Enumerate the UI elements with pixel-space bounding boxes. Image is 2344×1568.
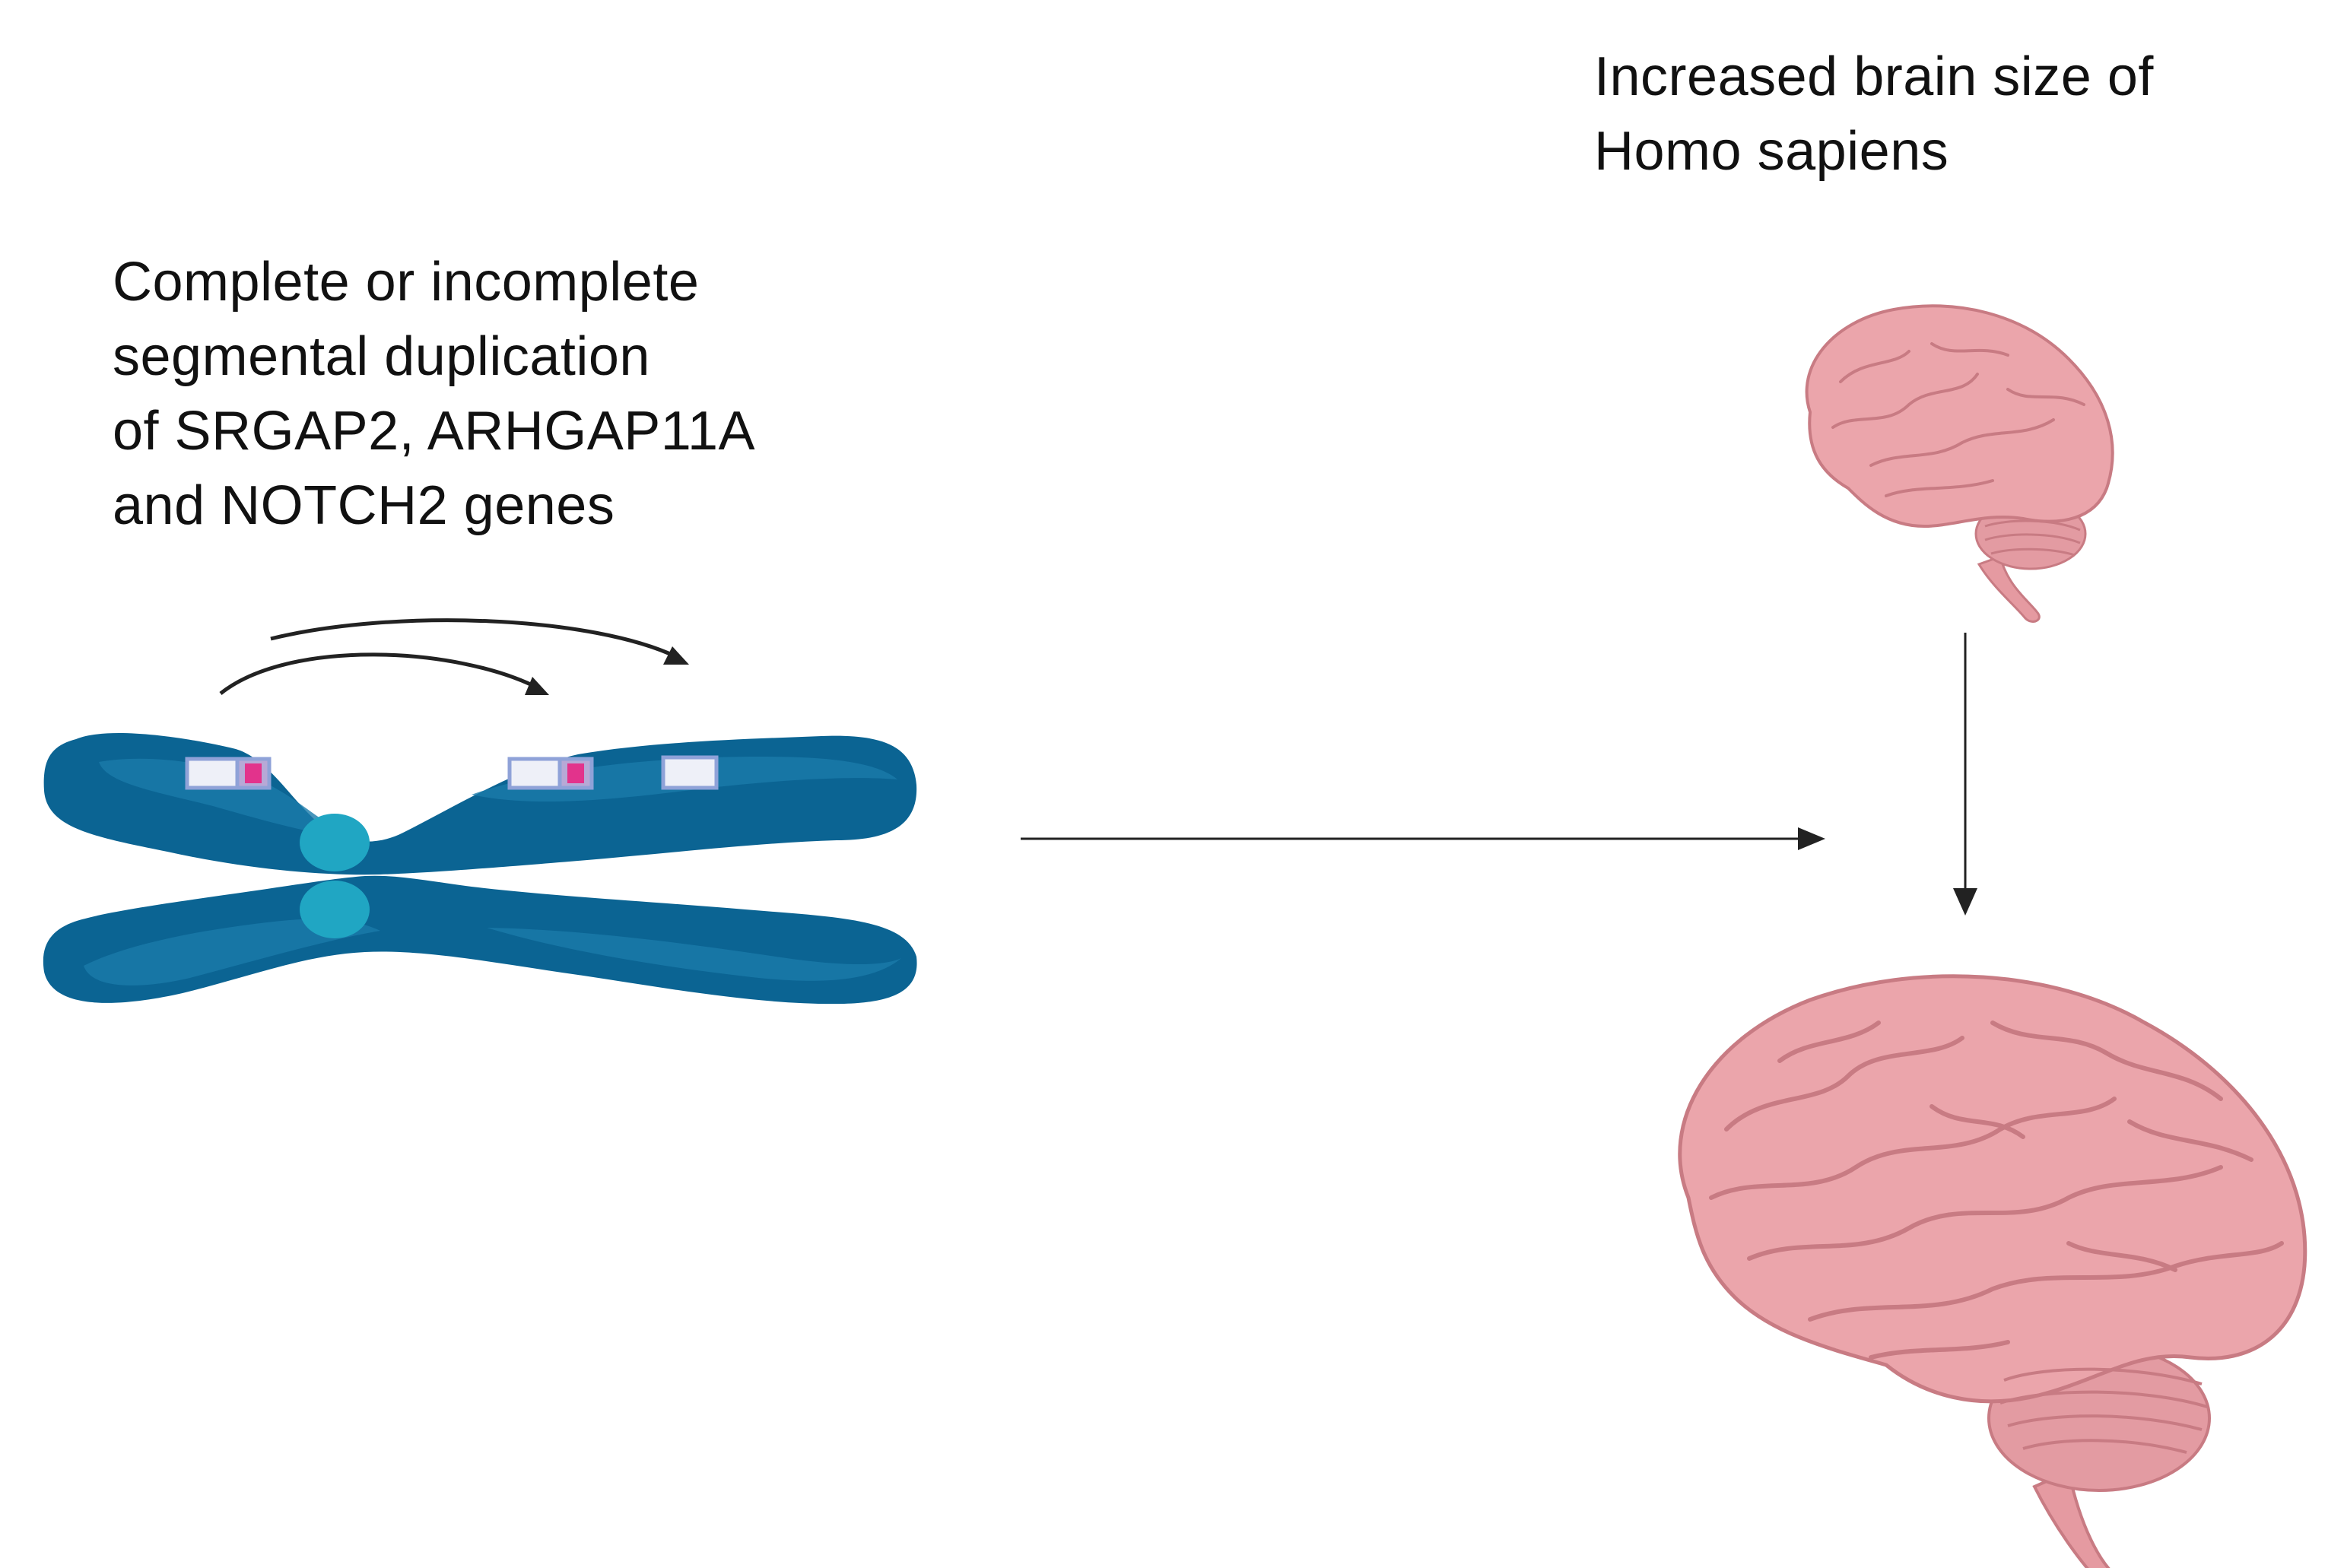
duplication-arrow-long <box>270 618 680 660</box>
duplication-caption-line-4: and NOTCH2 genes <box>113 475 615 536</box>
brain-size-caption-line-2: Homo sapiens <box>1594 121 1949 182</box>
gene-box-original <box>185 757 272 790</box>
duplication-arrow-short-head <box>525 677 549 695</box>
brain-icon <box>1805 304 2114 623</box>
brain-icon <box>1678 974 2307 1568</box>
small-brain-stem <box>1977 555 2041 623</box>
large-brain-cerebellum-lines <box>1999 1367 2208 1454</box>
chromatid-upper <box>43 733 917 875</box>
small-brain-folds <box>1831 342 2085 497</box>
duplication-arrow-long-head <box>663 646 689 665</box>
small-brain-cerebrum <box>1805 304 2114 528</box>
duplication-arrows <box>219 618 689 695</box>
duplication-caption-line-1: Complete or incomplete <box>113 252 700 313</box>
large-brain-cerebrum <box>1678 974 2307 1404</box>
centromere-upper <box>300 814 370 871</box>
gene-box-duplicate-incomplete <box>661 755 719 790</box>
large-brain-folds <box>1709 1020 2284 1360</box>
brain-size-caption: Increased brain size of Homo sapiens <box>1594 40 2154 189</box>
chromatid-lower <box>43 875 917 1005</box>
chromatid-lower-shade <box>84 919 380 986</box>
duplication-arrow-short <box>219 652 540 695</box>
chromosome-icon <box>43 733 917 1005</box>
brain-size-caption-line-1: Increased brain size of <box>1594 46 2154 107</box>
small-brain-cerebellum-lines <box>1984 519 2081 557</box>
duplication-caption-line-2: segmental duplication <box>113 326 650 387</box>
large-brain-stem <box>2032 1469 2111 1568</box>
horizontal-arrow <box>1021 827 1825 850</box>
chromatid-lower-shade-right <box>487 928 901 981</box>
gene-box-duplicate-complete <box>507 757 594 790</box>
duplication-caption-line-3: of SRGAP2, ARHGAP11A <box>113 401 756 462</box>
duplication-caption: Complete or incomplete segmental duplica… <box>113 245 755 543</box>
centromere-lower <box>300 881 370 938</box>
chromatid-upper-shade <box>99 758 357 838</box>
vertical-arrow <box>1953 633 1977 916</box>
